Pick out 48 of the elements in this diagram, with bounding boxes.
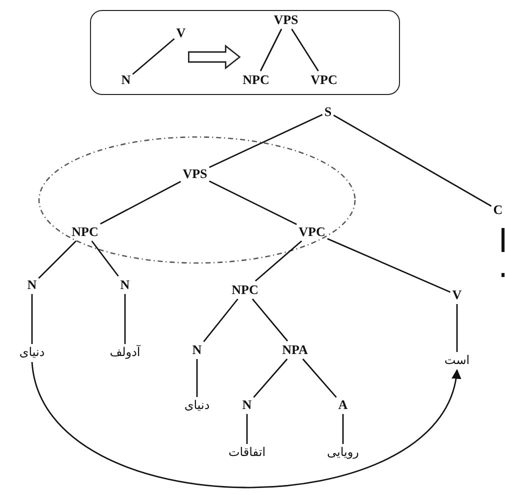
category-label: N <box>118 276 132 294</box>
category-label: N <box>190 341 204 359</box>
block-arrow <box>188 44 241 70</box>
tree-branch <box>38 240 76 279</box>
rule-frame <box>90 10 400 95</box>
word-label: اتفاقات <box>226 444 268 460</box>
category-label: VPC <box>296 223 328 241</box>
word-label: است <box>442 352 472 368</box>
tree-branch <box>196 359 198 397</box>
tree-branch <box>132 38 175 75</box>
tree-branch <box>208 180 297 226</box>
tree-branch <box>342 414 344 444</box>
category-label: NPC <box>240 71 272 89</box>
tree-branch <box>260 28 282 72</box>
tree-branch <box>333 114 492 207</box>
tree-branch <box>91 240 119 277</box>
tree-branch <box>31 294 33 344</box>
category-label: VPS <box>180 165 210 183</box>
category-label: A <box>336 396 350 414</box>
category-label: VPS <box>272 11 300 29</box>
category-label: NPC <box>70 223 100 241</box>
category-label: N <box>119 71 133 89</box>
tree-branch <box>254 240 302 282</box>
category-label: N <box>25 276 39 294</box>
word-label: دنیای <box>182 397 212 413</box>
tree-branch <box>291 28 319 72</box>
tree-branch <box>252 298 288 342</box>
word-label: دنیای <box>17 344 47 360</box>
tree-branch <box>253 358 288 398</box>
curved-arrow <box>31 362 460 488</box>
category-label: NPC <box>230 281 260 299</box>
category-label: V <box>450 286 464 304</box>
category-label: S <box>322 103 334 121</box>
tree-branch <box>456 304 458 352</box>
category-label: VPC <box>308 71 340 89</box>
category-label: NPA <box>280 341 310 359</box>
category-label: C <box>491 201 505 219</box>
tree-branch <box>124 294 126 344</box>
category-label: V <box>174 24 188 42</box>
word-label: رویایی <box>325 444 361 460</box>
word-label: آدولف <box>108 344 142 360</box>
tree-branch <box>302 358 337 398</box>
tree-branch <box>100 180 182 225</box>
category-label: N <box>240 396 254 414</box>
tree-branch <box>246 414 248 444</box>
tree-branch <box>327 238 451 293</box>
tree-branch <box>208 114 323 168</box>
tree-branch <box>203 298 238 342</box>
